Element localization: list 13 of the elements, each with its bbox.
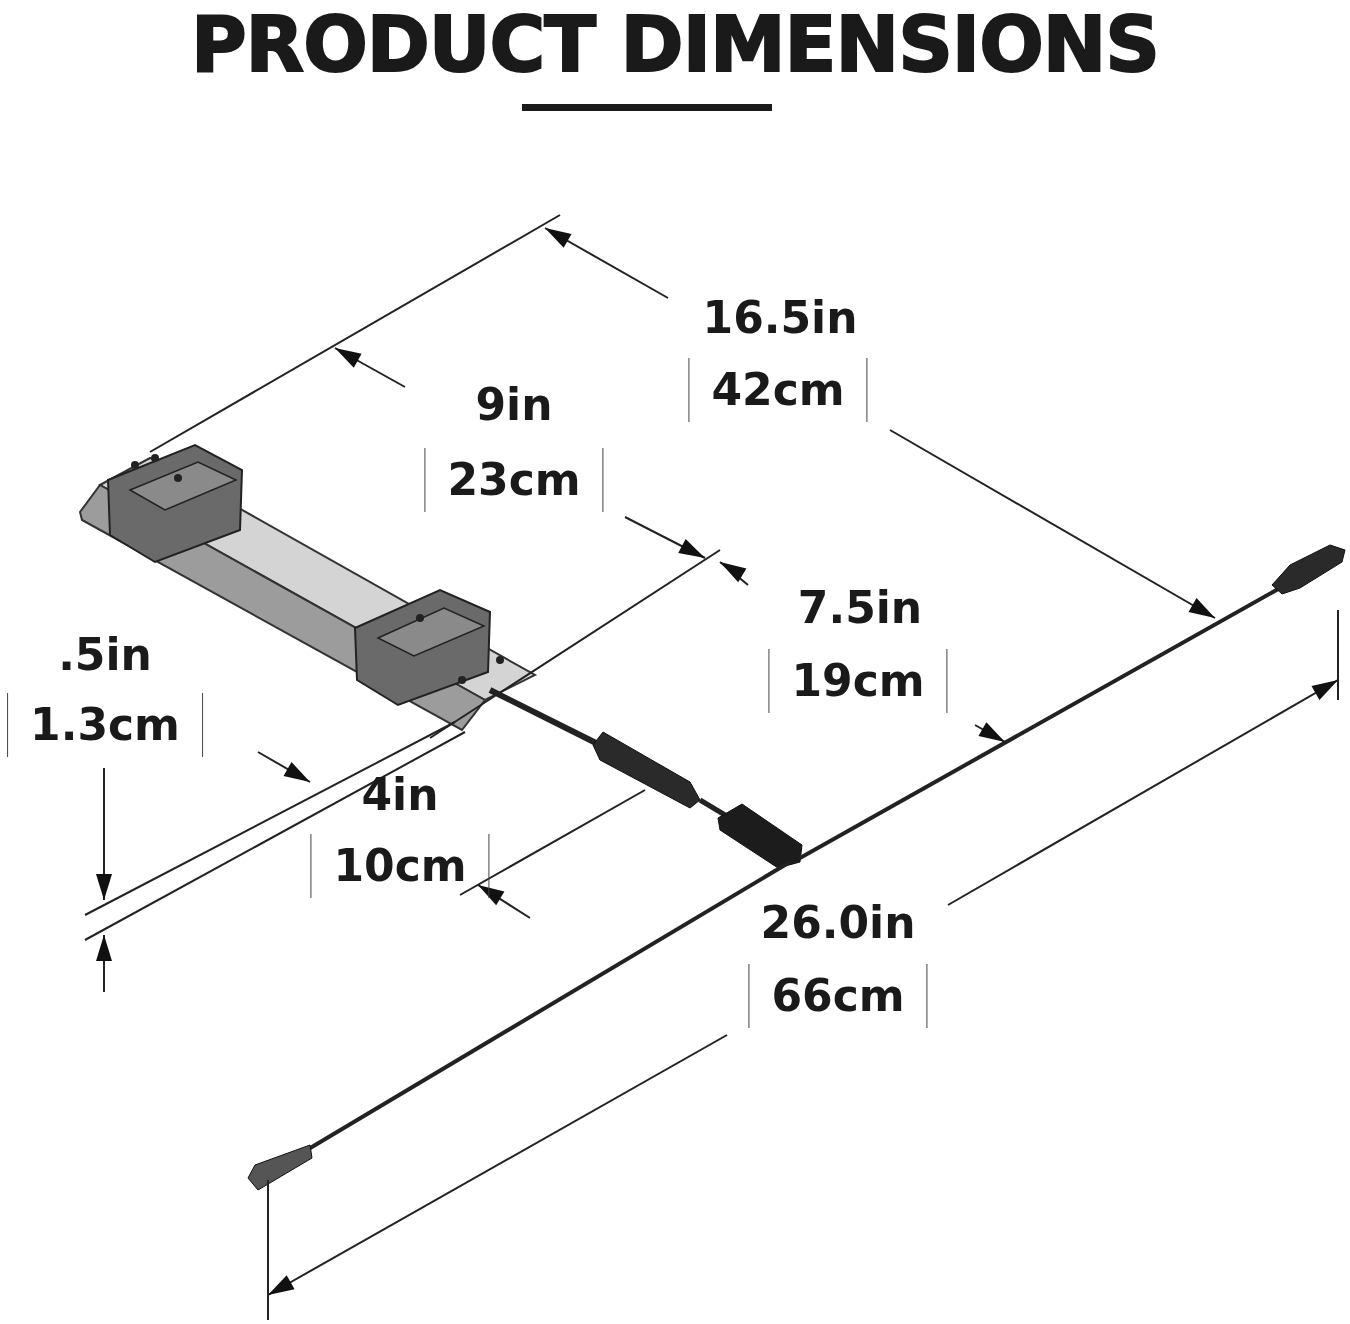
dimension-label: 42cm <box>688 358 868 422</box>
dimension-label: 7.5in <box>797 581 923 635</box>
dimension-label: 19cm <box>768 649 948 713</box>
dimension-label: 9in <box>475 378 553 432</box>
title: PRODUCT DIMENSIONS <box>189 0 1161 90</box>
dimension-label: 66cm <box>748 964 928 1028</box>
dimension-label: 1.3cm <box>7 693 203 757</box>
dimension-label: .5in <box>58 628 152 682</box>
dimension-label: 4in <box>361 768 439 822</box>
dimension-label: 16.5in <box>702 291 858 345</box>
dimension-label: 10cm <box>310 834 490 898</box>
dimension-label: 26.0in <box>760 896 916 950</box>
dimension-label: 23cm <box>424 448 604 512</box>
